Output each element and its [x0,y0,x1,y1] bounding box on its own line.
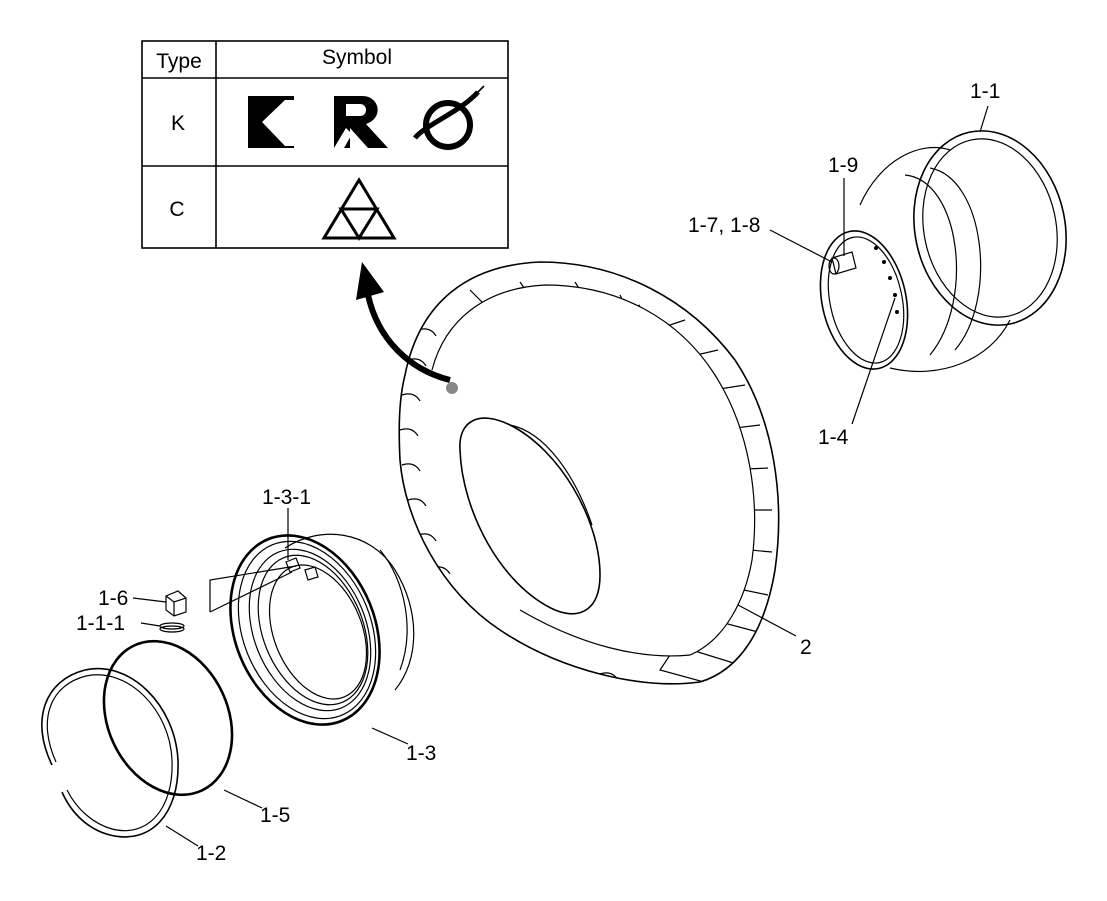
callout-1-7-1-8: 1-7, 1-8 [688,214,760,237]
table-header-type: Type [156,50,202,73]
leader-lines [132,105,989,847]
rim-holes [874,246,899,314]
callout-1-6: 1-6 [98,587,128,610]
valve-icon [828,251,857,275]
o-ring [102,639,234,797]
orbit-logo-icon [413,85,485,150]
callout-1-4: 1-4 [818,426,849,449]
triforce-triangle-icon [321,177,397,241]
callout-1-3-1: 1-3-1 [262,486,311,509]
table-row-type-c: C [169,198,184,221]
callout-2: 2 [800,636,812,659]
callout-labels: 1-1 1-9 1-7, 1-8 1-4 2 1-3-1 1-6 1-1-1 1… [76,80,1000,865]
rim-assembly [819,130,1067,372]
kumho-r-logo-icon [334,96,388,148]
callout-1-5: 1-5 [260,804,290,827]
callout-1-2: 1-2 [196,842,226,865]
small-part-icon [159,622,185,633]
arrow-to-table [356,262,458,394]
callout-1-1: 1-1 [970,80,1000,103]
kumho-k-logo-icon [248,96,294,148]
table-row-type-k: K [171,112,185,135]
table-header-symbol: Symbol [322,46,392,69]
side-ring [229,533,415,726]
callout-1-3: 1-3 [406,742,436,765]
lock-block-icon [165,590,187,617]
lock-ring [41,667,179,838]
callout-1-9: 1-9 [828,154,858,177]
symbol-table: Type Symbol K C [141,40,509,249]
callout-1-1-1: 1-1-1 [76,612,125,635]
tire [398,261,780,685]
